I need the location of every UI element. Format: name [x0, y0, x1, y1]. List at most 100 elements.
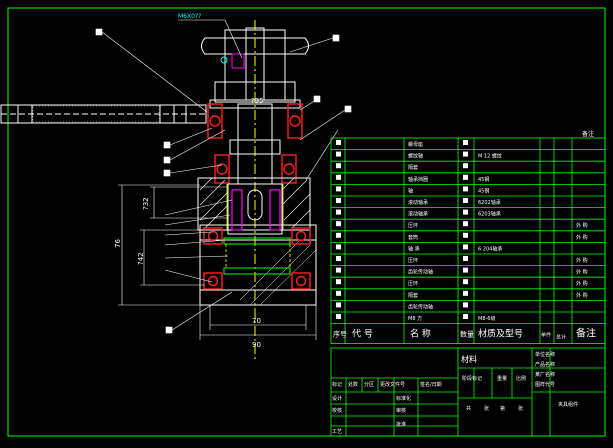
tb-approve: 批准 — [396, 421, 406, 428]
bom-row: 压环外 购 — [336, 221, 588, 229]
tb-product: 产品名称 — [535, 361, 555, 368]
bom-row: 隔套 外 购 — [336, 290, 588, 299]
bom-header-note: 备注 — [576, 327, 596, 340]
bom-outline — [330, 137, 606, 345]
bom-header-code: 代 号 — [352, 329, 373, 340]
tb-check: 校核 — [332, 407, 342, 414]
bom-seq-marker — [336, 174, 341, 180]
bom-qty-marker — [463, 198, 468, 203]
bom-seq-marker — [336, 267, 341, 273]
tb-scale-label: 比例 — [516, 375, 526, 382]
bom-row: 压环 外 购 — [336, 279, 588, 287]
bom-material: 6203轴承 — [478, 211, 501, 218]
bom-name: 隔套 — [408, 292, 418, 299]
set-screw-mark — [220, 56, 228, 64]
tb-mark: 标记 — [332, 381, 342, 388]
thread-leader-diag — [224, 19, 243, 59]
bom-qty-marker — [463, 314, 468, 319]
bom-seq-marker — [336, 232, 341, 238]
dim-bottom-90: 90 — [252, 341, 261, 349]
bom-seq-marker — [336, 140, 341, 145]
bom-seq-marker — [336, 256, 341, 261]
dim-left-42: ?42 — [137, 252, 145, 265]
dim-left-small: ?32 — [142, 197, 150, 210]
bom-seq-marker — [336, 290, 341, 296]
tb-company: 某厂名称 — [535, 371, 555, 378]
gear-shaft — [223, 237, 291, 275]
bom-row: 螺母座 — [336, 140, 468, 148]
tb-material-label: 材料 — [461, 354, 477, 364]
inner-sleeves — [231, 189, 281, 231]
dim-top: ?35 — [251, 97, 264, 105]
bom-row: 压环 外 购 — [336, 256, 588, 264]
bom-name: 螺纹轴 — [408, 153, 423, 160]
assembly-view: M6X0?? — [0, 13, 352, 360]
bom-seq-marker — [336, 221, 341, 227]
bom-material: 45钢 — [478, 176, 489, 183]
tb-sheet-no: 第 — [500, 405, 505, 412]
tb-change-no: 更改文件号 — [380, 381, 405, 388]
bom-name: 齿轮传动轴 — [408, 269, 433, 276]
bom-note: 外 购 — [576, 234, 588, 241]
bom-seq-marker — [336, 314, 341, 319]
bom-seq-marker — [336, 279, 341, 285]
bom-note: 外 购 — [576, 280, 588, 287]
tb-design: 设计 — [332, 395, 342, 402]
bom-material: M8-6级 — [478, 315, 495, 322]
handle-hatch — [32, 105, 160, 123]
bom-seq-marker — [336, 209, 341, 215]
bom-qty-marker — [463, 279, 468, 285]
bom-qty-marker — [463, 140, 468, 145]
bom-qty-marker — [463, 256, 468, 261]
bom-material: 6202轴承 — [478, 199, 501, 206]
thread-label: M6X0?? — [178, 13, 201, 20]
dim-bottom-70: 70 — [252, 317, 261, 325]
tb-review: 审核 — [396, 407, 406, 414]
bom-material: 6 204轴承 — [478, 245, 502, 252]
bom-name: 压环 — [408, 223, 418, 229]
bom-qty-marker — [463, 186, 468, 192]
bom-qty-marker — [463, 290, 468, 296]
bom-note: 外 购 — [576, 292, 588, 299]
tb-sign: 签名/日期 — [420, 381, 442, 388]
bom-name: 轴 承 — [408, 245, 420, 252]
title-block — [330, 347, 606, 437]
bom-header-total: 总计 — [556, 334, 566, 341]
tb-sheet2: 张 — [518, 405, 523, 412]
tb-sheet-total: 共 — [466, 405, 471, 412]
tb-standard: 标准化 — [396, 395, 411, 402]
bom-name: 轴承挡圈 — [408, 176, 428, 183]
bom-name: 压环 — [408, 258, 418, 264]
bom-row: 轴承挡圈 45钢 — [336, 174, 489, 183]
bom-row: 轴 承 6 204轴承 — [336, 244, 502, 252]
title-block-text: 材料 阶段标记 重量 比例 标记 处数 分区 更改文件号 签名/日期 设计 标准… — [332, 351, 578, 435]
bom-row: 套筒外 购 — [336, 232, 588, 241]
bom-material: 45钢 — [478, 187, 489, 194]
tb-zone: 分区 — [364, 381, 374, 388]
bom-qty-marker — [463, 151, 468, 157]
bom-name: 压环 — [408, 281, 418, 287]
bom-header-single: 单件 — [541, 332, 551, 339]
bom-row: 齿轮传动轴 — [336, 302, 468, 310]
bom-qty-marker — [463, 267, 468, 273]
bom-qty-marker — [463, 302, 468, 308]
bom-name: M8 方 — [408, 315, 422, 322]
lower-bearings — [203, 227, 311, 290]
bom-seq-marker — [336, 186, 341, 192]
drawing-frame — [7, 7, 606, 437]
housing-hatch — [199, 177, 317, 306]
bom-note: 外 购 — [576, 257, 588, 264]
main-shaft — [227, 103, 283, 235]
bom-seq-marker — [336, 151, 341, 157]
bom-row: 齿轮传动轴外 购 — [336, 267, 588, 276]
bom-qty-marker — [463, 221, 468, 227]
tb-count: 处数 — [348, 381, 358, 388]
bom-table — [330, 137, 606, 345]
bom-name: 齿轮传动轴 — [408, 303, 433, 310]
bom-qty-marker — [463, 244, 468, 250]
bom-seq-marker — [336, 302, 341, 308]
bom-seq-marker — [336, 244, 341, 250]
